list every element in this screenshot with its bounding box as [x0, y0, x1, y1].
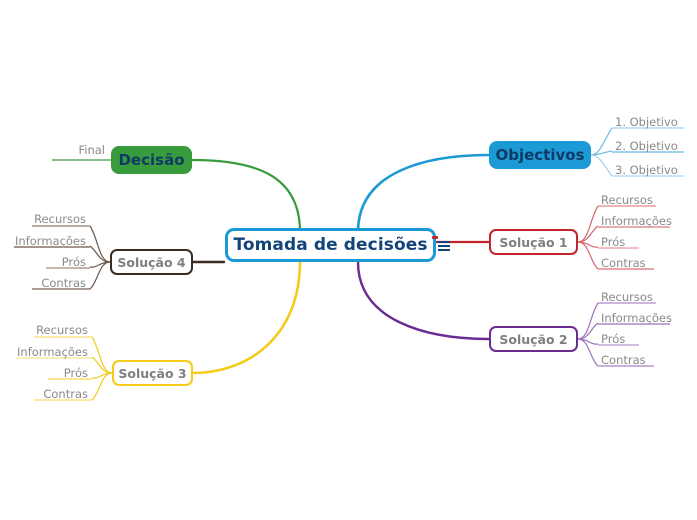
leaf-objectivos-1[interactable]: 2. Objetivo — [615, 139, 678, 153]
edge-root-solucao2 — [356, 260, 491, 341]
node-objectivos[interactable]: Objectivos — [489, 141, 591, 169]
node-solucao4-label: Solução 4 — [117, 254, 186, 270]
node-solucao1-label: Solução 1 — [499, 234, 568, 250]
edge-root-objectivos — [356, 153, 491, 234]
edge-solucao3-child-0 — [91, 336, 113, 374]
node-solucao1[interactable]: Solução 1 — [489, 229, 578, 255]
edge-solucao1-child-2 — [577, 241, 599, 248]
edge-solucao3-child-2 — [91, 372, 113, 379]
leaf-objectivos-0[interactable]: 1. Objetivo — [615, 115, 678, 129]
leaf-solucao3-3[interactable]: Contras — [0, 387, 88, 401]
leaf-label: Informações — [601, 214, 672, 228]
leaf-label: 3. Objetivo — [615, 163, 678, 177]
leaf-solucao3-0[interactable]: Recursos — [0, 323, 88, 337]
leaf-label: Informações — [15, 234, 86, 248]
leaf-solucao3-2[interactable]: Prós — [0, 366, 88, 380]
node-solucao2-label: Solução 2 — [499, 331, 568, 347]
edge-solucao4-child-1 — [89, 245, 111, 263]
edge-solucao2-child-3 — [577, 338, 599, 367]
note-marker-icon — [432, 236, 438, 239]
leaf-label: Recursos — [601, 193, 653, 207]
edge-solucao1-child-0 — [577, 205, 599, 243]
leaf-label: Contras — [601, 353, 646, 367]
leaf-solucao4-1[interactable]: Informações — [0, 234, 86, 248]
leaf-solucao1-1[interactable]: Informações — [601, 214, 672, 228]
root-node[interactable]: Tomada de decisões — [225, 228, 436, 262]
leaf-decisao-final[interactable]: Final — [0, 143, 105, 157]
edge-objectivos-child-0 — [590, 127, 613, 156]
leaf-label: Recursos — [34, 212, 86, 226]
leaf-label: Informações — [601, 311, 672, 325]
leaf-label: Contras — [41, 276, 86, 290]
leaf-label: Prós — [61, 255, 86, 269]
node-solucao3-label: Solução 3 — [118, 365, 187, 381]
leaf-solucao2-0[interactable]: Recursos — [601, 290, 653, 304]
edge-solucao4-child-3 — [89, 261, 111, 290]
leaf-label: Informações — [17, 345, 88, 359]
edge-solucao2-child-0 — [577, 302, 599, 340]
leaf-label: Contras — [43, 387, 88, 401]
root-node-label: Tomada de decisões — [233, 235, 428, 255]
leaf-objectivos-2[interactable]: 3. Objetivo — [615, 163, 678, 177]
leaf-label: Final — [78, 143, 105, 157]
edge-solucao4-child-0 — [89, 225, 111, 263]
leaf-solucao1-0[interactable]: Recursos — [601, 193, 653, 207]
leaf-solucao2-3[interactable]: Contras — [601, 353, 646, 367]
leaf-solucao2-2[interactable]: Prós — [601, 332, 625, 346]
leaf-solucao4-2[interactable]: Prós — [0, 255, 86, 269]
edge-solucao1-child-1 — [577, 225, 599, 243]
leaf-label: Prós — [63, 366, 88, 380]
edge-solucao1-child-3 — [577, 241, 599, 270]
note-lines-icon[interactable] — [437, 240, 451, 252]
edge-solucao3-child-1 — [91, 356, 113, 374]
leaf-solucao4-0[interactable]: Recursos — [0, 212, 86, 226]
node-decisao[interactable]: Decisão — [111, 146, 192, 174]
leaf-label: Recursos — [36, 323, 88, 337]
edge-solucao3-child-3 — [91, 372, 113, 401]
leaf-label: 1. Objetivo — [615, 115, 678, 129]
edge-root-decisao — [190, 158, 302, 234]
node-decisao-label: Decisão — [118, 151, 185, 169]
leaf-label: Prós — [601, 332, 626, 346]
leaf-label: Contras — [601, 256, 646, 270]
node-solucao4[interactable]: Solução 4 — [110, 249, 193, 275]
node-solucao3[interactable]: Solução 3 — [112, 360, 193, 386]
edge-objectivos-child-2 — [590, 154, 613, 177]
leaf-solucao1-2[interactable]: Prós — [601, 235, 625, 249]
leaf-solucao4-3[interactable]: Contras — [0, 276, 86, 290]
leaf-solucao1-3[interactable]: Contras — [601, 256, 646, 270]
edge-solucao2-child-2 — [577, 338, 599, 345]
node-solucao2[interactable]: Solução 2 — [489, 326, 578, 352]
leaf-label: Recursos — [601, 290, 653, 304]
edge-objectivos-child-1 — [590, 150, 613, 156]
edge-root-solucao3 — [190, 260, 302, 375]
edge-solucao2-child-1 — [577, 322, 599, 340]
leaf-label: Prós — [601, 235, 626, 249]
leaf-label: 2. Objetivo — [615, 139, 678, 153]
edge-solucao4-child-2 — [89, 261, 111, 268]
leaf-solucao2-1[interactable]: Informações — [601, 311, 672, 325]
node-objectivos-label: Objectivos — [495, 146, 585, 164]
leaf-solucao3-1[interactable]: Informações — [0, 345, 88, 359]
